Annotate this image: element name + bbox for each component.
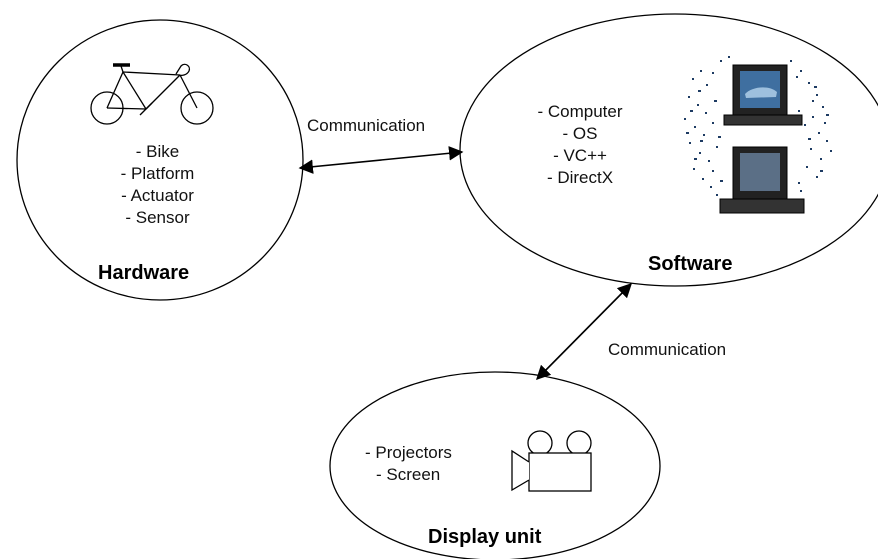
- software-title: Software: [648, 253, 733, 275]
- video-camera-icon: [511, 430, 592, 492]
- software-item: Computer: [525, 101, 635, 123]
- software-item: OS: [525, 123, 635, 145]
- hardware-item: Sensor: [100, 207, 215, 229]
- display-item: Screen: [365, 464, 485, 486]
- software-item: VC++: [525, 145, 635, 167]
- hardware-item: Platform: [100, 163, 215, 185]
- hardware-item: Actuator: [100, 185, 215, 207]
- software-display-arrow: [535, 282, 633, 381]
- communication-label-hardware-software: Communication: [307, 116, 426, 135]
- software-item-list: Computer OS VC++ DirectX: [525, 101, 635, 189]
- communication-label-software-display: Communication: [608, 340, 727, 359]
- software-node: [459, 13, 878, 287]
- software-item: DirectX: [525, 167, 635, 189]
- display-item-list: Projectors Screen: [365, 442, 485, 486]
- hardware-software-arrow: [298, 146, 464, 174]
- bicycle-icon: [90, 63, 214, 125]
- hardware-item: Bike: [100, 141, 215, 163]
- display-item: Projectors: [365, 442, 485, 464]
- display-node: [329, 371, 661, 559]
- display-title: Display unit: [428, 526, 542, 548]
- hardware-title: Hardware: [98, 262, 190, 284]
- computers-icon: [684, 56, 832, 214]
- hardware-item-list: Bike Platform Actuator Sensor: [100, 141, 215, 229]
